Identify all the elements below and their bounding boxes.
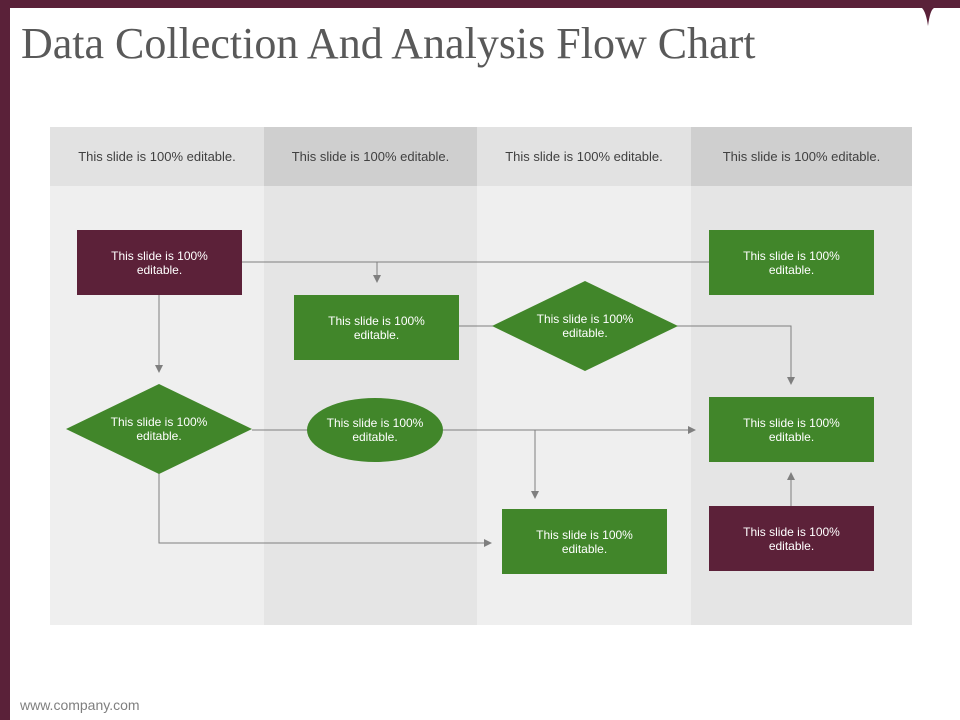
flow-node-lane2-ellipse-label: This slide is 100% editable. xyxy=(326,416,424,444)
swimlane-2: This slide is 100% editable. xyxy=(264,127,477,625)
slide-frame-top xyxy=(0,0,926,8)
flow-node-lane2-ellipse: This slide is 100% editable. xyxy=(307,398,443,462)
flow-node-lane4-middle-label: This slide is 100% editable. xyxy=(743,415,840,444)
flow-node-lane1-decision: This slide is 100% editable. xyxy=(66,384,252,474)
swimlane-header-3: This slide is 100% editable. xyxy=(477,127,691,186)
swimlane-header-4: This slide is 100% editable. xyxy=(691,127,912,186)
page-title: Data Collection And Analysis Flow Chart xyxy=(21,19,756,68)
decision-diamond-shape xyxy=(66,384,252,474)
flow-node-start: This slide is 100% editable. xyxy=(77,230,242,295)
footer-website: www.company.com xyxy=(20,697,140,713)
swimlane-header-2: This slide is 100% editable. xyxy=(264,127,477,186)
flow-node-lane4-middle: This slide is 100% editable. xyxy=(709,397,874,462)
flow-node-lane3-bottom-label: This slide is 100% editable. xyxy=(536,527,633,556)
swimlane-1: This slide is 100% editable. xyxy=(50,127,264,625)
flow-node-lane1-decision-label: This slide is 100% editable. xyxy=(110,415,208,443)
flow-node-lane3-decision-label: This slide is 100% editable. xyxy=(536,312,634,340)
flow-node-lane3-decision: This slide is 100% editable. xyxy=(492,281,678,371)
swimlane-header-1: This slide is 100% editable. xyxy=(50,127,264,186)
decision-diamond-shape xyxy=(492,281,678,371)
flow-node-lane3-bottom: This slide is 100% editable. xyxy=(502,509,667,574)
flow-node-lane2-process-label: This slide is 100% editable. xyxy=(328,313,425,342)
flow-node-lane4-top-label: This slide is 100% editable. xyxy=(743,248,840,277)
flow-node-lane4-top: This slide is 100% editable. xyxy=(709,230,874,295)
flow-node-lane4-bottom: This slide is 100% editable. xyxy=(709,506,874,571)
slide-frame-left xyxy=(0,0,10,720)
flow-node-lane4-bottom-label: This slide is 100% editable. xyxy=(743,524,840,553)
flow-node-lane2-process: This slide is 100% editable. xyxy=(294,295,459,360)
slide-corner-tab xyxy=(920,0,960,26)
flow-node-start-label: This slide is 100% editable. xyxy=(111,248,208,277)
